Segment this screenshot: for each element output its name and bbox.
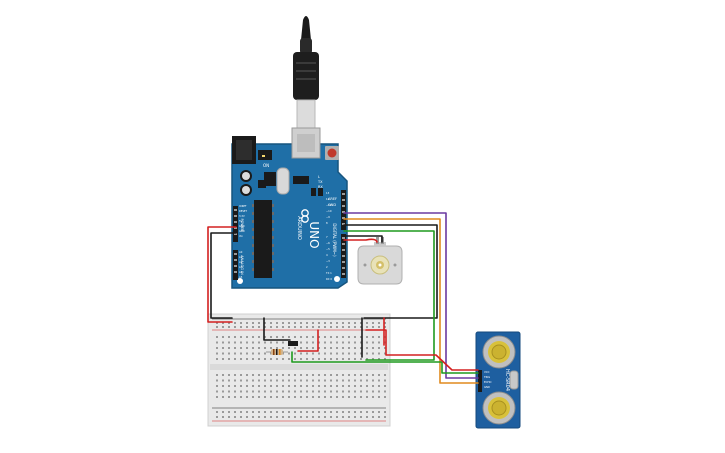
digital-pin-label: ~9	[326, 215, 330, 219]
wire-bb-black	[263, 317, 291, 341]
tx-label: TX	[317, 180, 323, 184]
power-pin-label: GND	[239, 224, 245, 228]
digital-pin-label: 2	[326, 265, 328, 269]
power-label: POWER	[240, 219, 244, 233]
wires	[207, 212, 479, 384]
analog-pin-label: A5	[239, 275, 243, 279]
board-brand-label: ARDUINO	[296, 216, 302, 240]
analog-pin-label: A3	[239, 265, 243, 269]
on-led	[262, 155, 265, 157]
crystal	[276, 167, 290, 195]
power-pin-label: RESET	[239, 209, 247, 213]
on-led-label: ON	[263, 163, 269, 168]
motor-terminal	[376, 237, 379, 244]
digital-pin-label: ~3	[326, 259, 330, 263]
digital-pin-label: 4	[326, 253, 328, 257]
mounting-hole	[237, 278, 243, 284]
analog-pin-label: A4	[239, 270, 243, 274]
sensor-pin-label: TRIG	[484, 375, 490, 379]
rx-label: RX	[318, 185, 323, 189]
power-pin-label: IOREF	[239, 204, 247, 208]
digital-header-high	[341, 190, 346, 230]
power-pin-label: 3.3V	[239, 214, 245, 218]
wire-purple-trig	[343, 212, 479, 379]
sensor-pin-header	[478, 370, 482, 392]
power-header	[233, 206, 238, 242]
resistor	[266, 349, 288, 355]
analog-label: ANALOG IN	[240, 255, 244, 275]
digital-pin-label: 12	[326, 197, 330, 201]
breadboard-holes	[216, 322, 386, 418]
digital-pin-label: 13	[326, 191, 330, 195]
digital-pin-label: 8	[326, 221, 328, 225]
board-model-label: UNO	[307, 221, 321, 248]
digital-pin-label: ~6	[326, 241, 330, 245]
mounting-hole	[334, 276, 340, 282]
digital-pin-label: ~11	[326, 203, 332, 207]
digital-label: DIGITAL (PWM~)	[332, 223, 337, 257]
gnd-label: GND	[328, 203, 336, 207]
sensor-model-label: HC-SR04	[504, 369, 510, 391]
center-channel	[210, 364, 388, 370]
digital-pin-label: RX 0	[326, 277, 332, 281]
digital-pin-label: TX 1	[326, 271, 332, 275]
analog-pin-label: A0	[239, 250, 243, 254]
component-block	[288, 341, 298, 346]
arduino-logo	[301, 209, 309, 223]
wire-green-sensor	[291, 351, 479, 374]
wire-orange-echo	[343, 218, 479, 384]
breadboard	[207, 313, 391, 427]
usb-cable	[293, 16, 319, 129]
power-pin-label: GND	[239, 229, 245, 233]
wire-black-gnd	[210, 232, 237, 319]
wire-motor-red	[343, 238, 378, 243]
wire-black-pin	[343, 224, 438, 319]
icsp-header	[264, 172, 276, 186]
sensor-crystal	[509, 370, 519, 390]
sensor-pin-label: ECHO	[484, 380, 491, 384]
power-pin-label: 5V	[239, 219, 243, 223]
digital-pin-label: ~10	[326, 209, 332, 213]
analog-pin-label: A2	[239, 260, 243, 264]
digital-pin-labels: 13 12 ~11 ~10 ~9 8 7 ~6 ~5 4 ~3 2 TX 1 RX 0	[326, 191, 332, 281]
power-pin-label: Vin	[239, 234, 243, 238]
aref-label: AREF	[328, 197, 337, 201]
digital-pin-label: ~5	[326, 247, 330, 251]
digital-pin-label: 7	[326, 235, 328, 239]
wire-motor-black	[343, 235, 383, 243]
wire-red-5v	[207, 226, 237, 323]
atmega-chip	[254, 200, 272, 278]
wire-green-signal	[343, 230, 435, 361]
sensor-pin-label: VCC	[484, 370, 490, 374]
analog-pin-label: A1	[239, 255, 243, 259]
dc-motor	[357, 237, 403, 285]
arduino-uno-board: UNO ARDUINO DIGITAL (PWM~) POWER ANALOG …	[231, 127, 348, 289]
wire-red-vcc	[365, 329, 479, 371]
sensor-pin-label: GND	[484, 385, 490, 389]
l-led-label: L	[318, 175, 320, 179]
wire-bb-red	[297, 329, 319, 352]
